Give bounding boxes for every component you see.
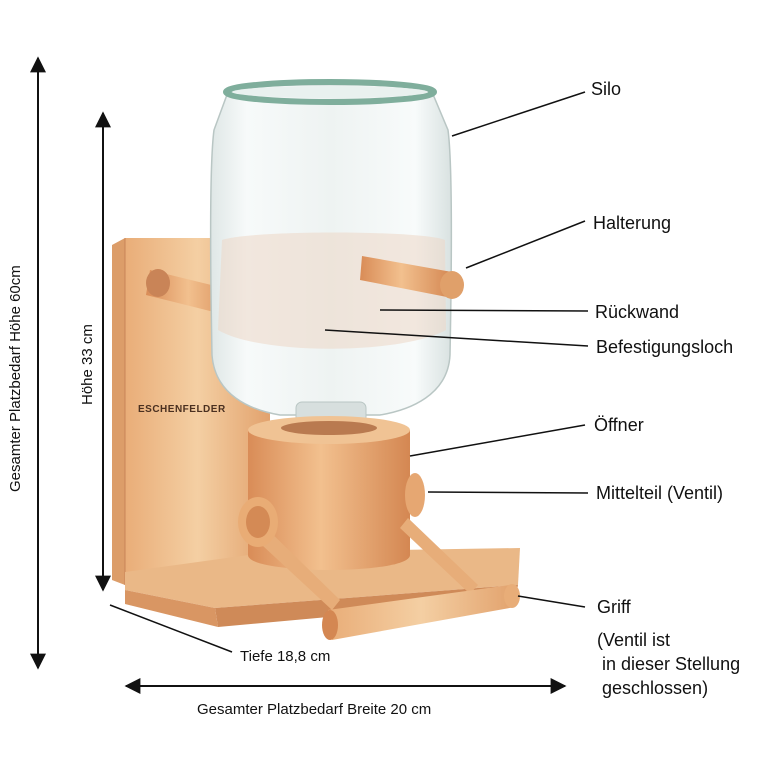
handle [238, 497, 520, 640]
label-height: Höhe 33 cm [79, 324, 96, 405]
label-befestigungsloch: Befestigungsloch [596, 337, 734, 357]
griff-note-line2: in dieser Stellung [602, 654, 741, 674]
label-rueckwand: Rückwand [595, 302, 680, 322]
label-griff: Griff [597, 597, 631, 617]
griff-note-line1: (Ventil ist [597, 630, 671, 650]
label-halterung: Halterung [593, 213, 672, 233]
leader-griff [517, 595, 586, 608]
griff-note-line3: geschlossen) [602, 678, 709, 698]
label-mittelteil: Mittelteil (Ventil) [596, 483, 724, 503]
leader-halterung [465, 220, 586, 269]
leader-mittelteil [427, 491, 589, 494]
depth-leader [109, 604, 233, 653]
leader-lines [324, 91, 589, 608]
leader-befestigungsloch [324, 329, 589, 347]
valve-cylinder [248, 416, 425, 570]
brand-logo: ESCHENFELDER [138, 404, 226, 415]
leader-rueckwand [379, 309, 589, 312]
leader-oeffner [409, 424, 586, 457]
label-total-height: Gesamter Platzbedarf Höhe 60cm [7, 265, 24, 492]
label-depth: Tiefe 18,8 cm [240, 648, 331, 665]
label-silo: Silo [591, 79, 622, 99]
glass-jar [209, 79, 453, 425]
leader-silo [451, 91, 586, 137]
right-peg [360, 256, 464, 299]
label-total-width: Gesamter Platzbedarf Breite 20 cm [197, 701, 432, 718]
label-oeffner: Öffner [594, 415, 644, 435]
